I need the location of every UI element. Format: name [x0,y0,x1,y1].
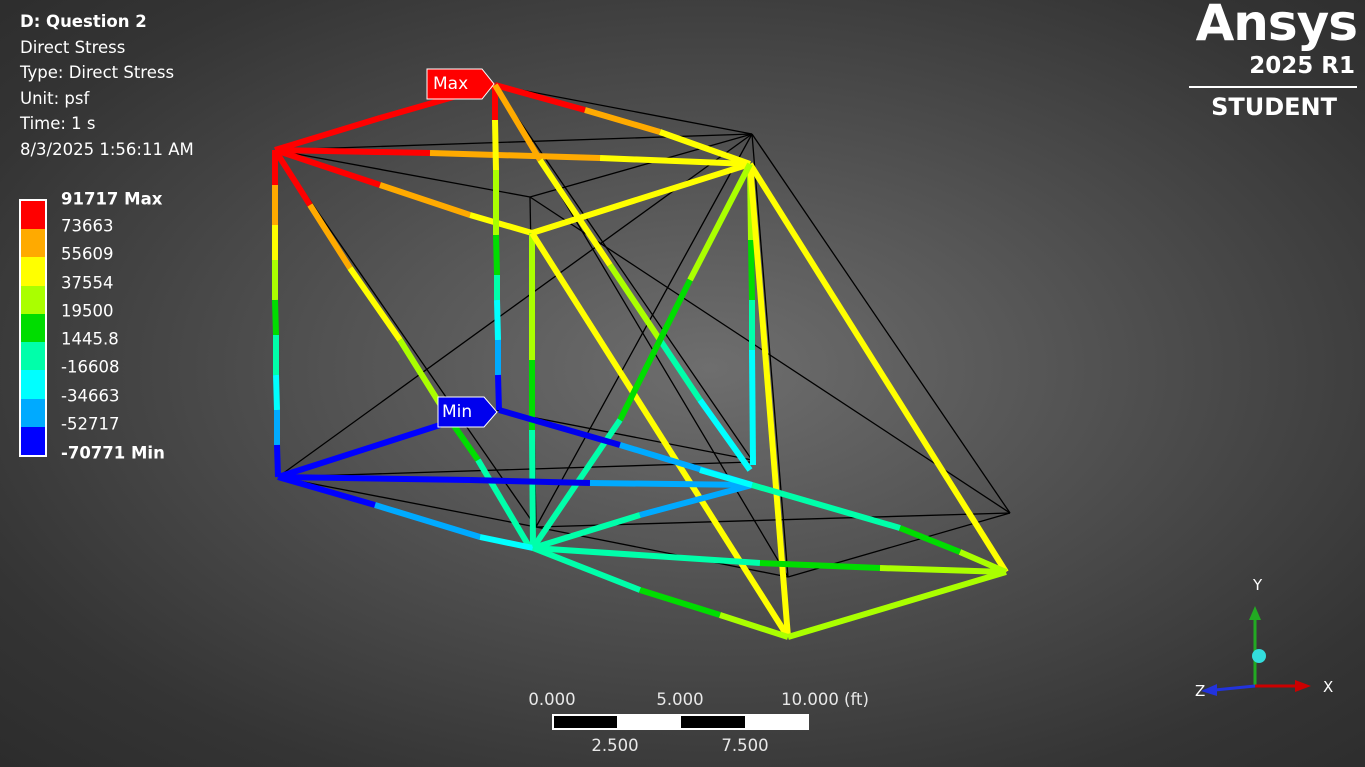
legend-swatch [21,370,45,399]
legend-swatch [21,398,45,427]
legend-value: 1445.8 [61,329,119,349]
legend-value: 19500 [61,301,114,321]
legend-color-bar [19,199,47,457]
result-name: Direct Stress [20,37,126,57]
legend-swatch [21,257,45,286]
scale-segment [681,716,745,728]
result-info-panel: D: Question 2 Direct Stress Type: Direct… [20,9,194,162]
legend-value: -52717 [61,414,120,434]
coordinate-triad[interactable]: Y X Z [1185,570,1355,710]
triad-y-label: Y [1253,576,1263,594]
max-probe-marker[interactable] [426,68,495,100]
triad-x-label: X [1323,678,1334,696]
legend-swatch [21,342,45,371]
result-title: D: Question 2 [20,12,147,31]
scale-ruler [552,714,809,730]
result-type: Type: Direct Stress [20,63,175,82]
scale-label: 0.000 [528,690,576,709]
logo-brand: Ansys [1195,0,1358,52]
min-probe-label: Min [442,402,473,422]
max-probe-label: Max [433,74,469,94]
ansys-logo: Ansys 2025 R1 STUDENT [1177,0,1358,122]
scale-label: 10.000 (ft) [781,690,869,709]
legend-swatch [21,426,45,455]
legend-value: 73663 [61,216,114,236]
legend-min-label: -70771 Min [61,443,165,463]
triad-z-label: Z [1195,682,1206,700]
triad-axes-icon [1201,606,1311,696]
legend-swatch [21,313,45,343]
scale-label: 5.000 [656,690,704,709]
legend-swatch [21,229,45,258]
legend-value: -16608 [61,357,120,377]
result-timestamp: 8/3/2025 1:56:11 AM [20,139,194,159]
scale-label: 2.500 [591,736,639,755]
scale-label: 7.500 [721,736,769,755]
contour-legend[interactable]: 91717 Max 73663 55609 37554 19500 1445.8… [19,190,209,463]
logo-divider [1189,86,1357,88]
legend-swatch [21,201,45,230]
min-probe-marker[interactable] [437,396,498,428]
scale-segment [554,716,617,728]
legend-swatch [21,285,45,314]
legend-max-label: 91717 Max [61,189,163,209]
legend-value: 55609 [61,244,114,264]
scale-bar: 0.000 5.000 10.000 (ft) 2.500 7.500 [520,688,900,758]
beam-contours [272,82,1009,640]
logo-version: 2025 R1 [1249,53,1355,79]
result-time: Time: 1 s [20,114,96,133]
legend-value: -34663 [61,386,120,406]
result-unit: Unit: psf [20,88,90,108]
legend-value: 37554 [61,273,114,293]
logo-edition: STUDENT [1211,93,1337,121]
